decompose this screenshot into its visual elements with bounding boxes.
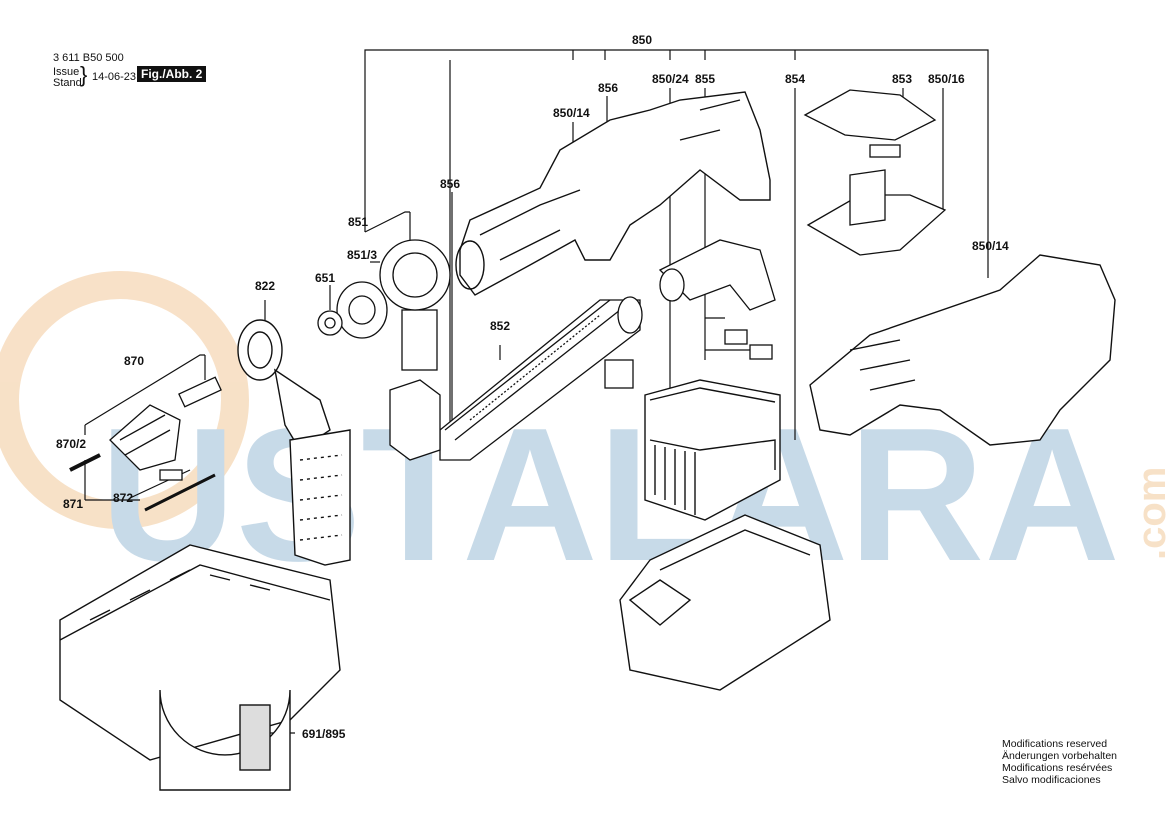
- label-851-3: 851/3: [347, 248, 377, 262]
- label-855: 855: [695, 72, 715, 86]
- elbow-connector: [658, 239, 776, 360]
- note-english: Modifications reserved: [1002, 738, 1108, 750]
- label-651: 651: [315, 271, 335, 285]
- label-870: 870: [124, 354, 144, 368]
- watermark-suffix: .com: [1130, 467, 1169, 560]
- label-870-2: 870/2: [56, 437, 86, 451]
- watermark-ring: [0, 271, 249, 529]
- drill-chuck: [69, 376, 222, 512]
- part-labels: 850 850/14 856 850/24 855 854 853 850/16…: [56, 33, 1009, 741]
- label-851: 851: [348, 215, 368, 229]
- issue-date: 14-06-23: [92, 71, 137, 83]
- filter-element: [644, 379, 781, 521]
- stand-label: Stand: [53, 77, 82, 89]
- label-822: 822: [255, 279, 275, 293]
- label-850-14-right: 850/14: [972, 239, 1009, 253]
- label-852: 852: [490, 319, 510, 333]
- figure-badge: Fig./Abb. 2: [137, 66, 207, 82]
- label-871: 871: [63, 497, 83, 511]
- label-853: 853: [892, 72, 912, 86]
- auxiliary-handle: [237, 319, 351, 566]
- label-856-mid: 856: [440, 177, 460, 191]
- modification-notes: Modifications reserved Änderungen vorbeh…: [1002, 738, 1117, 786]
- note-spanish: Salvo modificaciones: [1002, 774, 1101, 786]
- label-850-16: 850/16: [928, 72, 965, 86]
- extraction-tube: [389, 296, 643, 461]
- label-691-895: 691/895: [302, 727, 346, 741]
- seal-ring: [317, 239, 451, 339]
- leader-lines: [84, 60, 989, 734]
- label-850-24: 850/24: [652, 72, 689, 86]
- dust-container: [619, 514, 831, 691]
- label-856-top: 856: [598, 81, 618, 95]
- carrying-case: [59, 544, 341, 791]
- note-german: Änderungen vorbehalten: [1002, 750, 1118, 762]
- part-number: 3 611 B50 500: [53, 52, 124, 64]
- note-french: Modifications resérvées: [1002, 762, 1113, 774]
- label-872: 872: [113, 491, 133, 505]
- label-850-14-top: 850/14: [553, 106, 590, 120]
- issue-label: Issue: [53, 66, 80, 78]
- side-housing: [809, 254, 1116, 446]
- label-850: 850: [632, 33, 652, 47]
- header-brace: }: [80, 62, 88, 87]
- cover-plate: [803, 89, 947, 256]
- upper-housing: [455, 91, 771, 296]
- label-854: 854: [785, 72, 805, 86]
- bracket-850: [364, 49, 989, 255]
